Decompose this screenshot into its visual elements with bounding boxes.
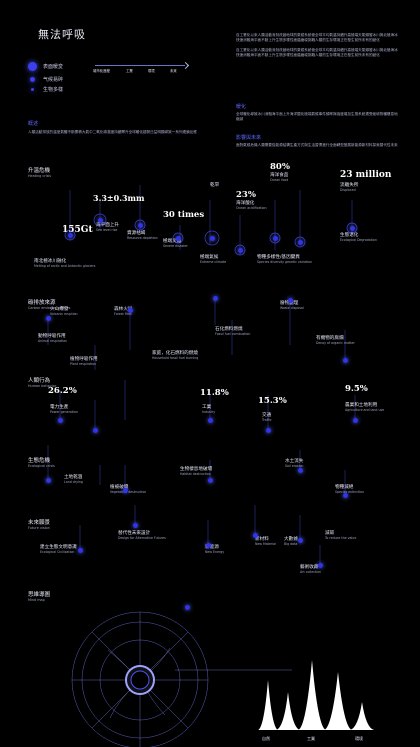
legend-item-1: 表面暖変: [28, 62, 63, 71]
section-paragraph: 全球暖化導致冰川消融海平面上升海洋酸化極端氣候事件頻率與強度增加生態系統遭受破壞…: [236, 112, 398, 122]
peaks-label: 環境: [355, 736, 363, 741]
stat-value: 3.3±0.3mm: [93, 193, 145, 203]
timeline-line: [95, 65, 185, 66]
stat-value: 26.2%: [48, 386, 77, 396]
peaks-label: 工業: [307, 736, 315, 741]
timeline-label: 工業: [126, 69, 133, 73]
stat-value: 11.8%: [200, 388, 229, 398]
legend-item-2: 气候易碎: [28, 76, 63, 83]
stat-value: 23%: [236, 190, 256, 200]
intro-paragraph: 自工業化以來人類活動深刻改變地球的氣候系統使全球平均氣溫持續升高極端天氣頻發冰川…: [236, 33, 398, 43]
legend-label-2: 气候易碎: [43, 77, 64, 83]
stat-value: 23 million: [340, 170, 392, 180]
page-title: 無法呼吸: [38, 28, 86, 41]
legend-label-1: 表面暖変: [43, 64, 64, 70]
legend-label-3: 生物多樣: [43, 87, 64, 93]
section-heading: 影響與未來: [236, 135, 262, 141]
legend-dot-icon: [30, 77, 35, 82]
section-heading: 概述: [28, 121, 39, 127]
stat-value: 15.3%: [258, 396, 287, 406]
section-paragraph: 人類活動排放的溫室氣體不斷累積大氣中二氧化碳濃度持續攀升全球暖化趨勢日益明顯導致…: [28, 130, 197, 134]
stat-value: 155Gt: [62, 225, 93, 235]
section-paragraph: 面對氣候危機人類需要從能源結構生產方式與生活習慣進行全面轉型發展新能源新材料探索…: [236, 143, 398, 147]
stat-value: 30 times: [163, 210, 205, 220]
section-heading: 暖化: [236, 104, 247, 110]
stat-value: 9.5%: [345, 384, 368, 394]
timeline-label: 環境: [148, 69, 155, 73]
timeline-label: 未來: [170, 69, 177, 73]
stat-value: 80%: [270, 162, 290, 172]
peaks-label: 自然: [262, 736, 270, 741]
timeline-label: 城市化進程: [93, 69, 110, 73]
legend-dot-icon: [28, 62, 37, 71]
legend-item-3: 生物多樣: [28, 86, 63, 93]
intro-paragraph: 自工業化以來人類活動深刻改變地球的氣候系統使全球平均氣溫持續升高極端天氣頻發冰川…: [236, 48, 398, 58]
stat-drought: 乾旱: [210, 183, 220, 188]
legend-dot-icon: [31, 88, 34, 91]
